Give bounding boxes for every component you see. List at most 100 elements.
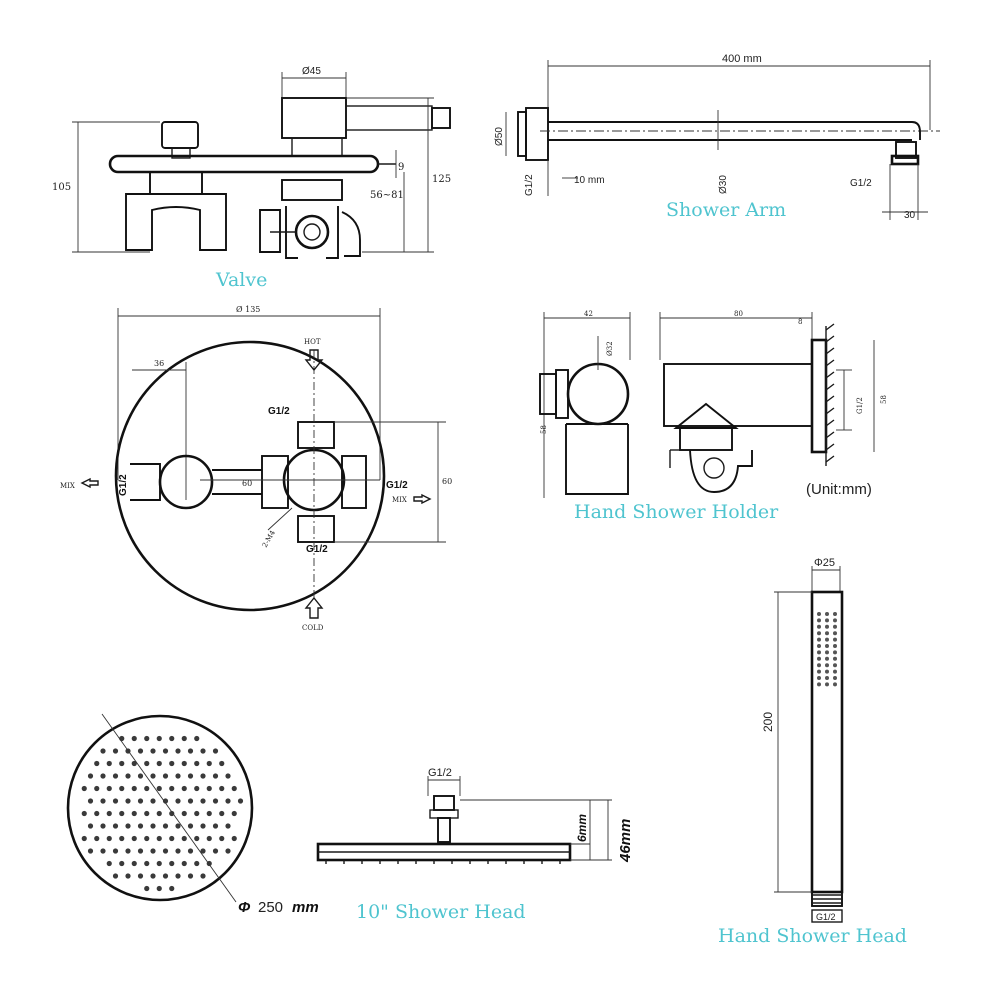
hand-spray-hole [825,644,829,648]
hand-spray-hole [833,656,837,661]
spray-hole [100,848,106,854]
caption-valve: Valve [215,269,267,291]
front-mix-left-label: MIX [60,482,75,490]
holder-height-side-label: 58 [880,395,888,404]
spray-hole [112,773,119,779]
head-height-label: 46mm [617,819,634,863]
spray-hole [106,785,112,792]
hand-shower-holder-view: 42 Ø32 58 80 8 G1/2 58 (Unit:mm) Hand [539,310,888,523]
front-cold-label: COLD [302,624,324,632]
hand-spray-hole [817,676,821,680]
spray-hole [181,735,187,742]
spray-hole [187,798,194,804]
spray-hole [187,873,194,879]
spray-hole [144,860,150,867]
front-mix-right-label: MIX [392,496,407,504]
spray-hole [194,785,200,792]
spray-hole [231,810,237,817]
spray-hole [175,848,181,854]
hand-spray-hole [825,612,829,616]
spray-hole [81,810,87,817]
shower-arm-view: 400 mm Ø50 Ø30 G1/2 10 mm G1/2 30 Shower… [494,53,940,221]
spray-hole [106,860,112,867]
valve-front-view: Ø 135 36 60 HOT COLD MIX MI [60,305,452,632]
caption-shower-arm: Shower Arm [666,199,786,221]
arm-thread-left-label: G1/2 [524,174,535,196]
spray-hole [156,760,162,767]
spray-hole [137,798,144,804]
valve-range-label: 56~81 [370,190,404,201]
spray-hole [162,848,169,854]
spray-hole [169,885,175,892]
valve-height-right-label: 125 [432,174,451,185]
spray-hole [150,873,156,879]
spray-hole [175,773,181,779]
spray-hole [137,848,144,854]
hand-spray-hole [833,644,837,648]
holder-dia-label: Ø32 [606,341,614,356]
hand-spray-hole [825,624,829,629]
hand-spray-hole [817,624,821,629]
spray-hole [231,835,237,842]
hand-spray-hole [833,618,837,623]
hand-spray-hole [833,676,837,680]
spray-hole [175,748,181,754]
hand-spray-hole [825,631,829,636]
front-g-left-label: G1/2 [118,474,129,496]
spray-hole [137,823,144,829]
spray-hole [100,773,106,779]
spray-hole [200,773,206,779]
spray-hole [112,873,119,879]
holder-width-front-label: 42 [584,310,593,318]
spray-hole [181,760,187,767]
spray-hole [187,773,194,779]
hand-shower-head-view: Φ25 200 G1/2 Hand Shower Head [718,557,907,947]
spray-hole [194,735,200,742]
hand-spray-hole [833,631,837,636]
spray-hole [212,848,219,854]
front-g-bottom-label: G1/2 [306,544,328,555]
spray-hole [219,835,225,842]
spray-hole [87,823,94,829]
spray-hole [94,760,100,767]
hand-spray-hole [825,656,829,661]
hand-spray-hole [825,663,829,668]
spray-hole [81,835,87,842]
spray-hole [150,748,156,754]
holder-height-front-label: 58 [540,425,548,434]
spray-hole [119,835,125,842]
spray-hole [125,798,131,804]
spray-hole [112,823,119,829]
spray-hole [206,810,212,817]
hand-head-dia-label: Φ25 [814,557,835,569]
spray-hole [181,835,187,842]
spray-hole [212,798,219,804]
spray-hole [131,760,137,767]
arm-pipe-dia-label: Ø30 [718,175,729,194]
spray-hole [131,810,137,817]
shower-head-top-view: Φ 250 mm [66,713,319,916]
hand-spray-hole [817,669,821,674]
spray-hole [225,798,231,804]
spray-hole [119,860,125,867]
spray-hole [81,785,87,792]
hand-spray-hole [817,650,821,655]
spray-hole [137,873,144,879]
spray-hole [112,748,119,754]
hand-spray-hole [825,637,829,642]
spray-hole [162,798,169,804]
hand-spray-hole [817,631,821,636]
spray-hole [169,810,175,817]
hand-spray-hole [833,682,837,687]
hand-head-thread-label: G1/2 [816,912,836,922]
valve-height-left-label: 105 [52,182,71,193]
spray-hole [187,823,194,829]
spray-hole [225,773,231,779]
spray-hole [131,735,137,742]
spray-hole [169,760,175,767]
head-dia-symbol: Φ [238,899,251,916]
hand-spray-hole [825,650,829,655]
hand-spray-hole [817,637,821,642]
spray-hole [225,848,231,854]
spray-hole [175,798,181,804]
